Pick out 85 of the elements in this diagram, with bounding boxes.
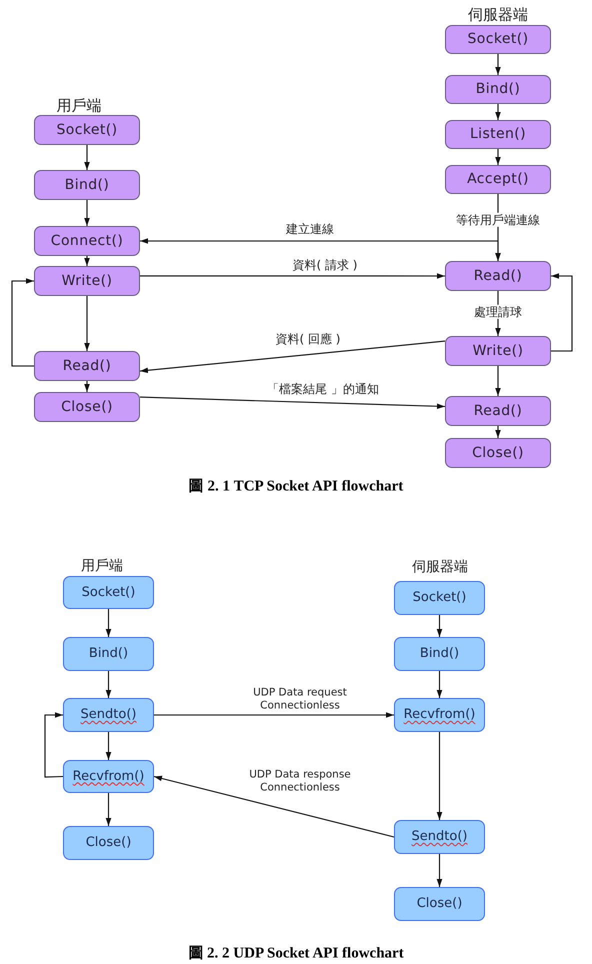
process-box	[34, 351, 140, 381]
arrow	[140, 340, 446, 374]
process-box	[394, 887, 485, 921]
function-label: Bind()	[88, 646, 128, 662]
process-box	[445, 120, 551, 149]
function-label: Sendto()	[80, 707, 136, 723]
function-label: Close()	[472, 444, 524, 462]
arrow	[140, 396, 446, 410]
figure-caption: 圖 2. 2 UDP Socket API flowchart	[188, 945, 404, 963]
process-box	[445, 25, 551, 54]
process-box	[445, 396, 551, 426]
arrow	[154, 776, 394, 838]
arrow	[84, 296, 90, 351]
function-label: Bind()	[420, 646, 460, 662]
arrow	[436, 615, 442, 637]
arrow	[495, 104, 501, 120]
process-box	[445, 438, 551, 468]
arrow	[106, 609, 112, 637]
figure-caption: 圖 2. 1 TCP Socket API flowchart	[188, 478, 404, 496]
process-box	[445, 261, 551, 291]
function-label: Recvfrom()	[404, 707, 476, 723]
arrow	[84, 200, 90, 226]
arrow	[44, 712, 64, 778]
function-label: Socket()	[412, 590, 466, 606]
function-label: Bind()	[64, 176, 110, 194]
function-label: Sendto()	[412, 829, 468, 845]
arrow	[11, 278, 34, 367]
process-box	[34, 226, 140, 256]
process-box	[445, 75, 551, 104]
process-box	[34, 115, 140, 145]
function-label: Close()	[86, 835, 132, 851]
edge-label: 資料( 回應 )	[274, 332, 342, 346]
process-box	[394, 637, 485, 671]
function-label: Write()	[62, 272, 112, 290]
edge-label: 等待用戶端連線	[454, 212, 542, 228]
arrow	[495, 149, 501, 165]
function-label: Recvfrom()	[72, 768, 144, 784]
arrow	[436, 854, 442, 887]
function-label: Socket()	[56, 122, 118, 138]
arrow	[436, 671, 442, 698]
process-box	[63, 637, 154, 671]
process-box	[394, 581, 485, 615]
process-box	[63, 576, 154, 609]
function-label: Close()	[61, 398, 113, 416]
column-heading: 用戶端	[56, 97, 102, 115]
column-heading: 用戶端	[81, 558, 123, 574]
arrow	[140, 273, 445, 279]
function-label: Write()	[472, 342, 524, 360]
function-label: Read()	[62, 358, 112, 374]
arrow	[84, 381, 90, 392]
edge-label: 建立連線	[284, 222, 336, 236]
process-box	[445, 165, 551, 194]
process-box	[34, 392, 140, 422]
edge-label: 處理請球	[472, 304, 524, 320]
arrow	[436, 732, 442, 820]
function-label: Close()	[416, 896, 462, 912]
arrow	[154, 712, 394, 718]
function-label: Socket()	[468, 31, 528, 48]
arrow	[495, 426, 501, 438]
arrow	[84, 145, 90, 170]
process-box	[34, 266, 140, 296]
process-box	[394, 698, 485, 732]
process-box	[63, 826, 154, 860]
arrow	[551, 273, 573, 352]
function-label: Bind()	[476, 81, 520, 98]
arrow	[106, 793, 112, 826]
function-label: Accept()	[467, 171, 529, 188]
process-box	[394, 820, 485, 854]
function-label: Read()	[474, 268, 522, 284]
process-box	[63, 760, 154, 793]
arrow	[84, 256, 90, 266]
function-label: Read()	[474, 402, 522, 420]
function-label: Listen()	[470, 126, 526, 143]
arrow	[495, 366, 501, 396]
arrow	[106, 671, 112, 698]
process-box	[445, 336, 551, 366]
function-label: Socket()	[82, 584, 136, 600]
process-box	[34, 170, 140, 200]
arrow	[495, 54, 501, 75]
process-box	[63, 698, 154, 732]
edge-label: 資料( 請求 )	[290, 258, 360, 272]
function-label: Connect()	[50, 232, 124, 250]
column-heading: 伺服器端	[412, 558, 468, 576]
arrow	[106, 732, 112, 760]
column-heading: 伺服器端	[468, 6, 528, 24]
